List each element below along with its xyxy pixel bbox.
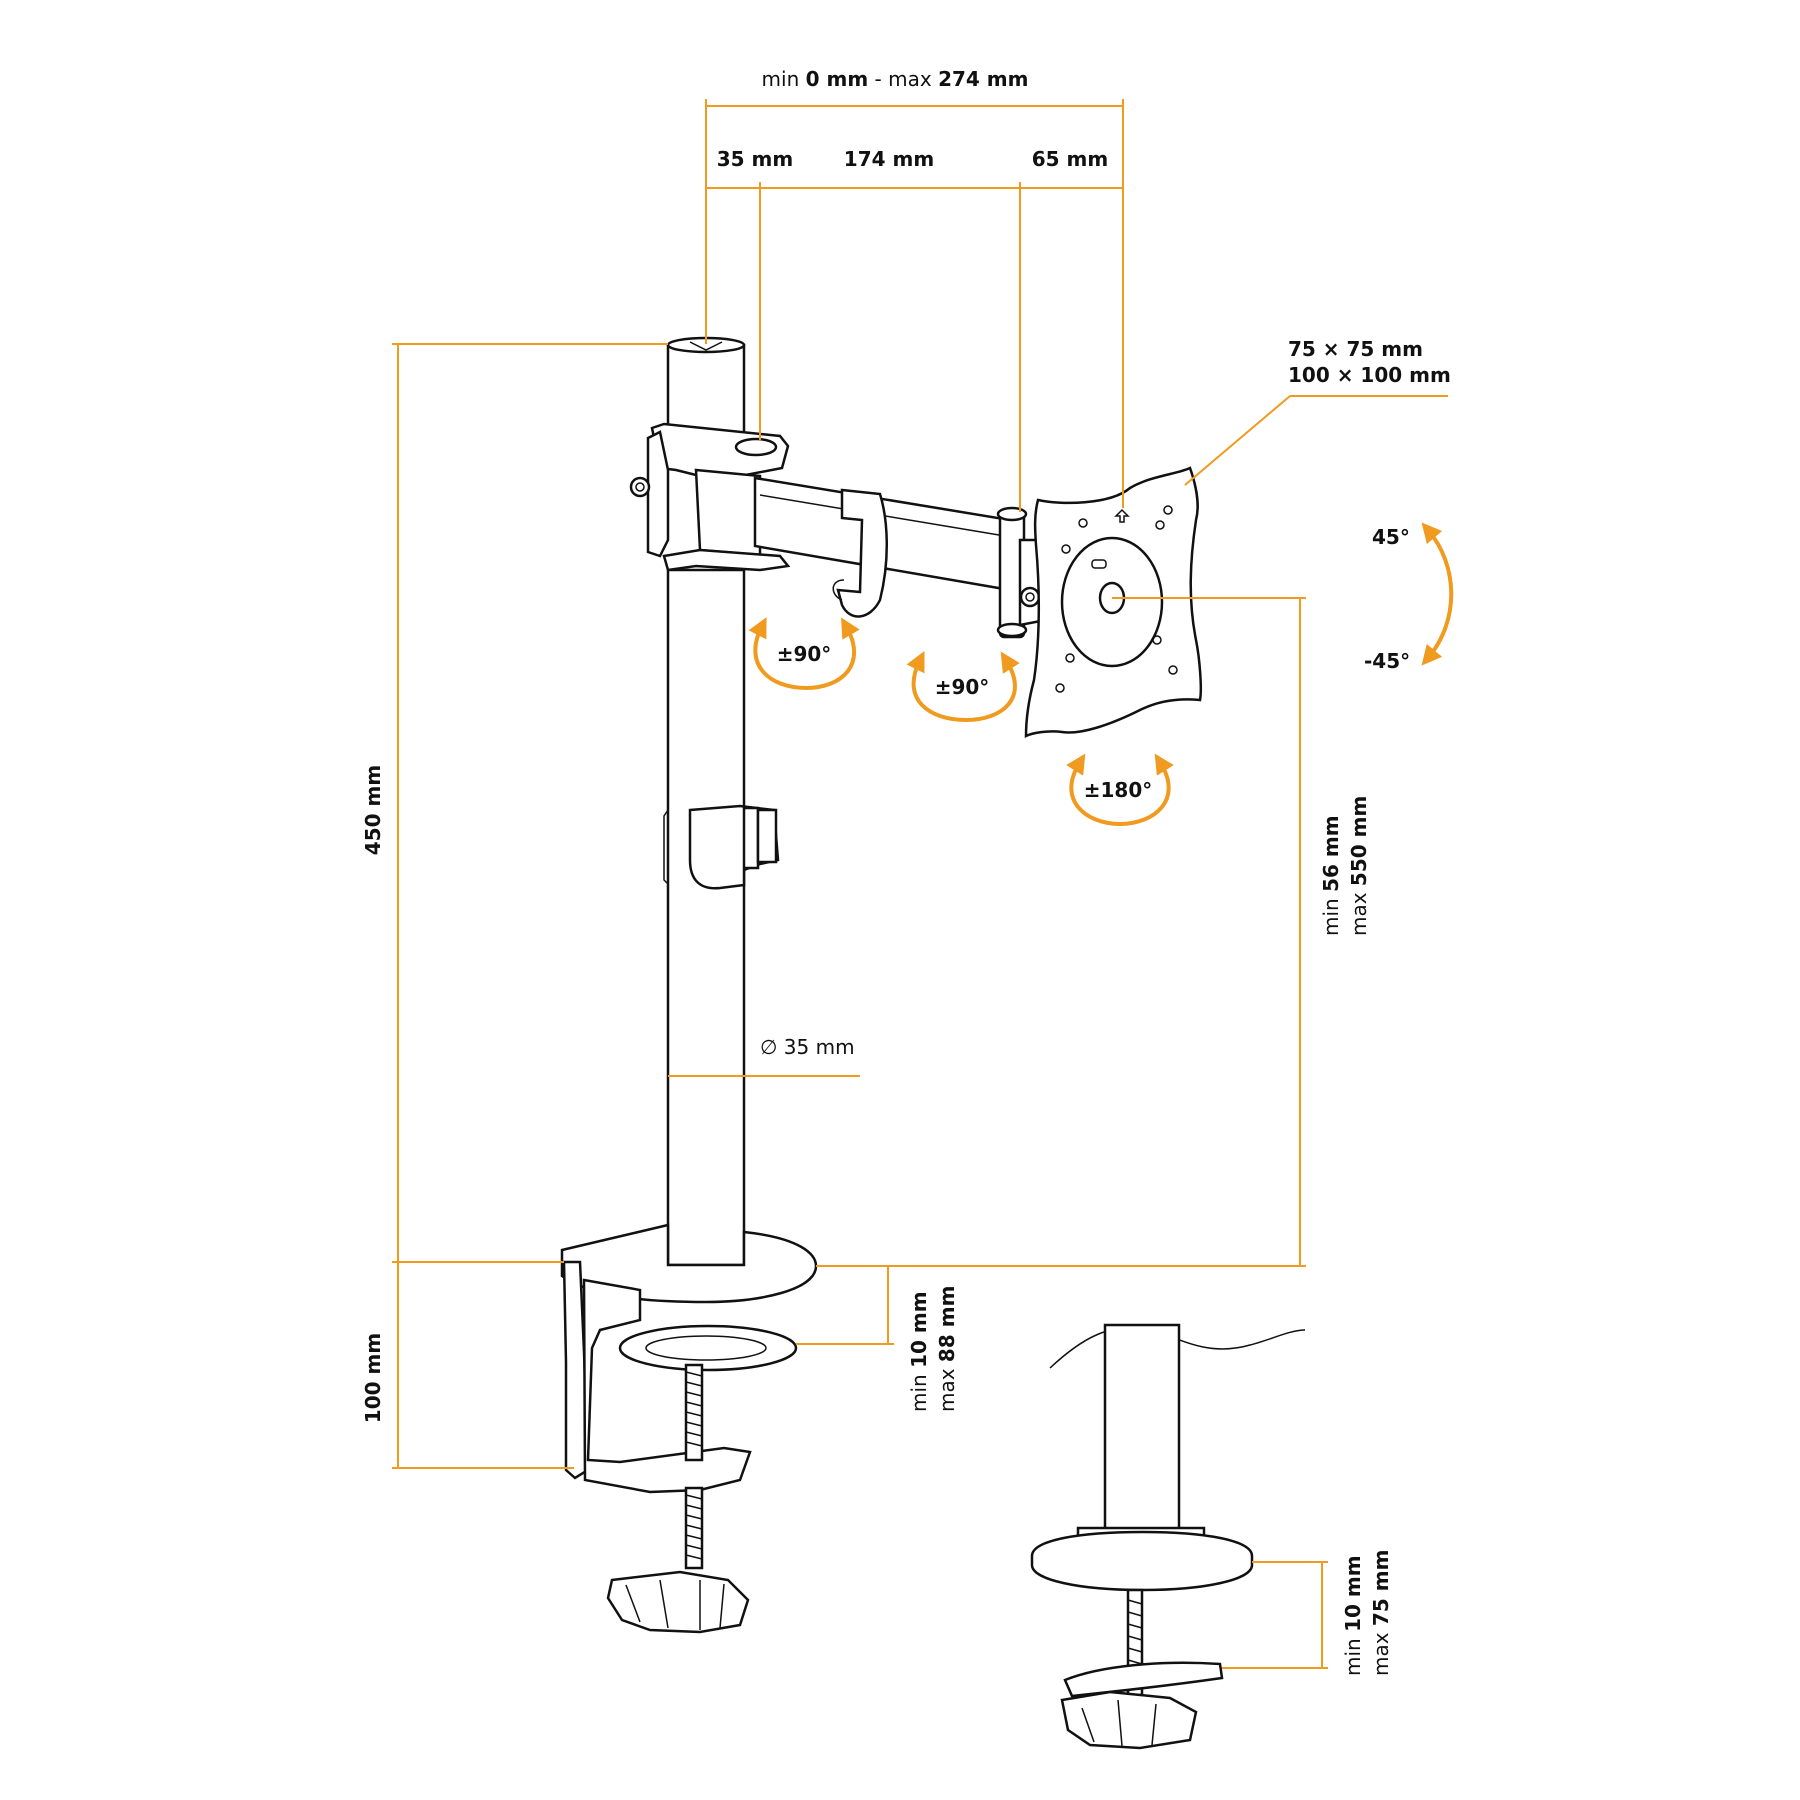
grommet-max: max 75 mm [1369,1550,1393,1676]
plate-rotation-arc [1066,753,1174,827]
desk-clamp-min: min 10 mm [907,1291,931,1412]
rotation-indicators [748,522,1454,827]
grommet-mount-drawing [1030,1323,1306,1750]
grommet-bracket [1063,1661,1224,1698]
grommet-min: min 10 mm [1341,1555,1365,1676]
reach-range-label: min 0 mm - max 274 mm [762,67,1029,91]
reach-tilt-offset-label: 65 mm [1032,147,1108,171]
desk-clamp-max: max 88 mm [935,1286,959,1412]
height-range-max: max 550 mm [1347,796,1371,936]
desk-mount-drawing [560,336,1203,1634]
vesa-size-line-2: 100 × 100 mm [1288,363,1451,387]
pole-diameter-label: ∅ 35 mm [760,1035,855,1059]
reach-pole-offset-label: 35 mm [717,147,793,171]
tilt-down-label: -45° [1364,649,1410,673]
plate-rotation-label: ±180° [1084,778,1153,802]
pole-joint-rotation-arc [748,617,860,691]
grommet-knob [1060,1690,1198,1750]
vesa-size-line-1: 75 × 75 mm [1288,337,1423,361]
height-range-label: min 56 mm max 550 mm [1319,796,1371,936]
desk-clamp-range-label: min 10 mm max 88 mm [907,1286,959,1412]
tilt-arc [1421,522,1454,666]
clamp-pad [618,1324,798,1372]
reach-arm-label: 174 mm [844,147,934,171]
clamp-height-label: 100 mm [361,1333,385,1423]
pole [666,568,746,1267]
arm-joint-rotation-label: ±90° [935,675,990,699]
arm-joint-rotation-arc [906,651,1020,723]
tilt-up-label: 45° [1372,525,1410,549]
dimension-labels: min 0 mm - max 274 mm 35 mm 174 mm 65 mm… [361,67,1451,1676]
arm-cable-clip [836,488,889,618]
grommet-range-label: min 10 mm max 75 mm [1341,1550,1393,1676]
clamp-bracket [562,1260,590,1480]
grommet-base [1030,1530,1254,1592]
dimension-lines [392,99,1448,1669]
pole-height-label: 450 mm [361,765,385,855]
pole-joint-rotation-label: ±90° [777,642,832,666]
clamp-knob [606,1570,750,1634]
pole-cap [666,343,746,437]
grommet-pole [1103,1323,1181,1552]
height-range-min: min 56 mm [1319,815,1343,936]
